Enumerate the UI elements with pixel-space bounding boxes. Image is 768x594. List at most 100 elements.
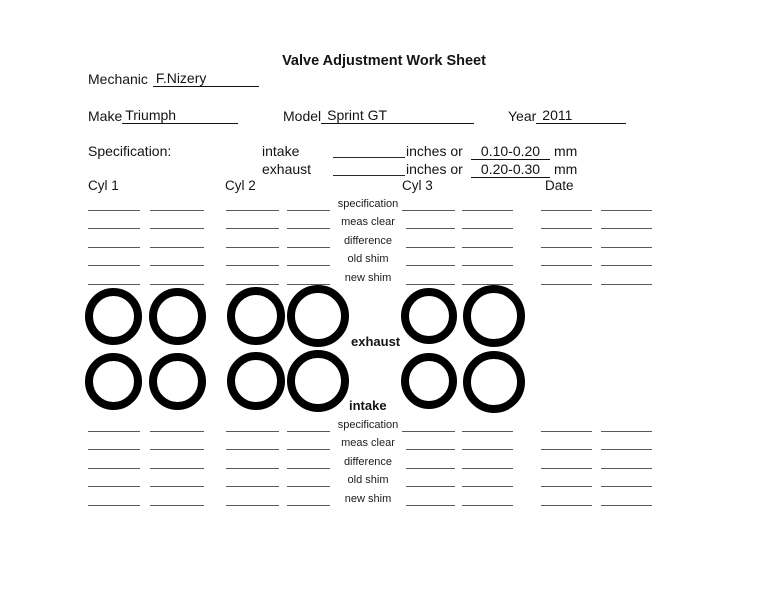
- valve-circle-exhaust-cyl2-b: [287, 285, 349, 347]
- make-label: Make: [88, 108, 123, 124]
- row-label: new shim: [344, 272, 392, 284]
- blank-field: [287, 252, 330, 266]
- blank-field: [462, 271, 513, 285]
- blank-field: [150, 215, 204, 229]
- spec-intake-mm-unit: mm: [554, 143, 578, 159]
- blank-field: [402, 197, 455, 211]
- valve-circle-intake-cyl1-b: [149, 353, 206, 410]
- mechanic-line: Mechanic F.Nizery: [88, 70, 259, 87]
- blank-field: [287, 492, 330, 506]
- blank-field: [541, 492, 592, 506]
- model-label: Model: [283, 108, 322, 124]
- blank-field: [406, 473, 455, 487]
- exhaust-row-specification: specification: [0, 197, 768, 211]
- blank-field: [541, 252, 592, 266]
- intake-row-difference: difference: [0, 455, 768, 469]
- blank-field: [541, 436, 592, 450]
- valve-circle-exhaust-cyl1-a: [85, 288, 142, 345]
- blank-field: [226, 473, 279, 487]
- blank-field: [462, 436, 513, 450]
- specification-heading: Specification:: [88, 143, 172, 159]
- blank-field: [406, 252, 455, 266]
- blank-field: [462, 252, 513, 266]
- blank-field: [601, 234, 652, 248]
- row-label: difference: [343, 235, 393, 247]
- year-value: 2011: [536, 107, 627, 124]
- blank-field: [150, 455, 204, 469]
- intake-row-new-shim: new shim: [0, 492, 768, 506]
- blank-field: [287, 473, 330, 487]
- blank-field: [150, 492, 204, 506]
- spec-exhaust-label: exhaust: [262, 161, 312, 177]
- date-header: Date: [545, 178, 574, 193]
- valve-circle-intake-cyl2-a: [227, 352, 285, 410]
- intake-section-label: intake: [349, 398, 387, 413]
- spec-exhaust-or-text: inches or: [406, 161, 463, 177]
- blank-field: [88, 455, 140, 469]
- blank-field: [601, 418, 652, 432]
- blank-field: [601, 436, 652, 450]
- blank-field: [88, 252, 140, 266]
- blank-field: [406, 215, 455, 229]
- valve-circle-intake-cyl2-b: [287, 350, 349, 412]
- blank-field: [406, 234, 455, 248]
- blank-field: [226, 234, 279, 248]
- row-label: new shim: [344, 493, 392, 505]
- row-label: meas clear: [341, 216, 395, 228]
- blank-field: [541, 197, 592, 211]
- blank-field: [287, 271, 330, 285]
- spec-intake-label: intake: [262, 143, 300, 159]
- blank-field: [541, 418, 592, 432]
- intake-row-specification: specification: [0, 418, 768, 432]
- row-label: specification: [337, 419, 399, 431]
- valve-circle-intake-cyl3-b: [463, 351, 525, 413]
- blank-field: [226, 252, 279, 266]
- blank-field: [287, 197, 330, 211]
- blank-field: [287, 436, 330, 450]
- blank-field: [226, 271, 279, 285]
- row-label: old shim: [347, 253, 389, 265]
- blank-field: [406, 436, 455, 450]
- blank-field: [150, 473, 204, 487]
- blank-field: [601, 252, 652, 266]
- valve-circle-exhaust-cyl2-a: [227, 287, 285, 345]
- blank-field: [601, 455, 652, 469]
- valve-circle-exhaust-cyl3-b: [463, 285, 525, 347]
- spec-intake-mm-value: 0.10-0.20: [471, 143, 550, 160]
- cyl1-header: Cyl 1: [88, 178, 119, 193]
- exhaust-section-label: exhaust: [351, 334, 401, 349]
- spec-intake-inches-blank: [333, 144, 405, 158]
- blank-field: [226, 436, 279, 450]
- blank-field: [150, 271, 204, 285]
- blank-field: [287, 215, 330, 229]
- mechanic-label: Mechanic: [88, 71, 148, 87]
- blank-field: [406, 492, 455, 506]
- blank-field: [462, 473, 513, 487]
- intake-row-old-shim: old shim: [0, 473, 768, 487]
- blank-field: [462, 455, 513, 469]
- blank-field: [601, 473, 652, 487]
- blank-field: [406, 271, 455, 285]
- blank-field: [541, 473, 592, 487]
- exhaust-row-meas-clear: meas clear: [0, 215, 768, 229]
- blank-field: [541, 234, 592, 248]
- exhaust-row-old-shim: old shim: [0, 252, 768, 266]
- blank-field: [226, 455, 279, 469]
- blank-field: [601, 492, 652, 506]
- exhaust-row-difference: difference: [0, 234, 768, 248]
- blank-field: [226, 418, 279, 432]
- blank-field: [406, 455, 455, 469]
- spec-exhaust-inches-blank: [333, 162, 405, 176]
- blank-field: [88, 473, 140, 487]
- blank-field: [226, 492, 279, 506]
- row-label: meas clear: [341, 437, 395, 449]
- blank-field: [287, 418, 330, 432]
- blank-field: [462, 215, 513, 229]
- blank-field: [462, 418, 513, 432]
- row-label: old shim: [347, 474, 389, 486]
- cyl3-header: Cyl 3: [402, 178, 433, 193]
- blank-field: [541, 271, 592, 285]
